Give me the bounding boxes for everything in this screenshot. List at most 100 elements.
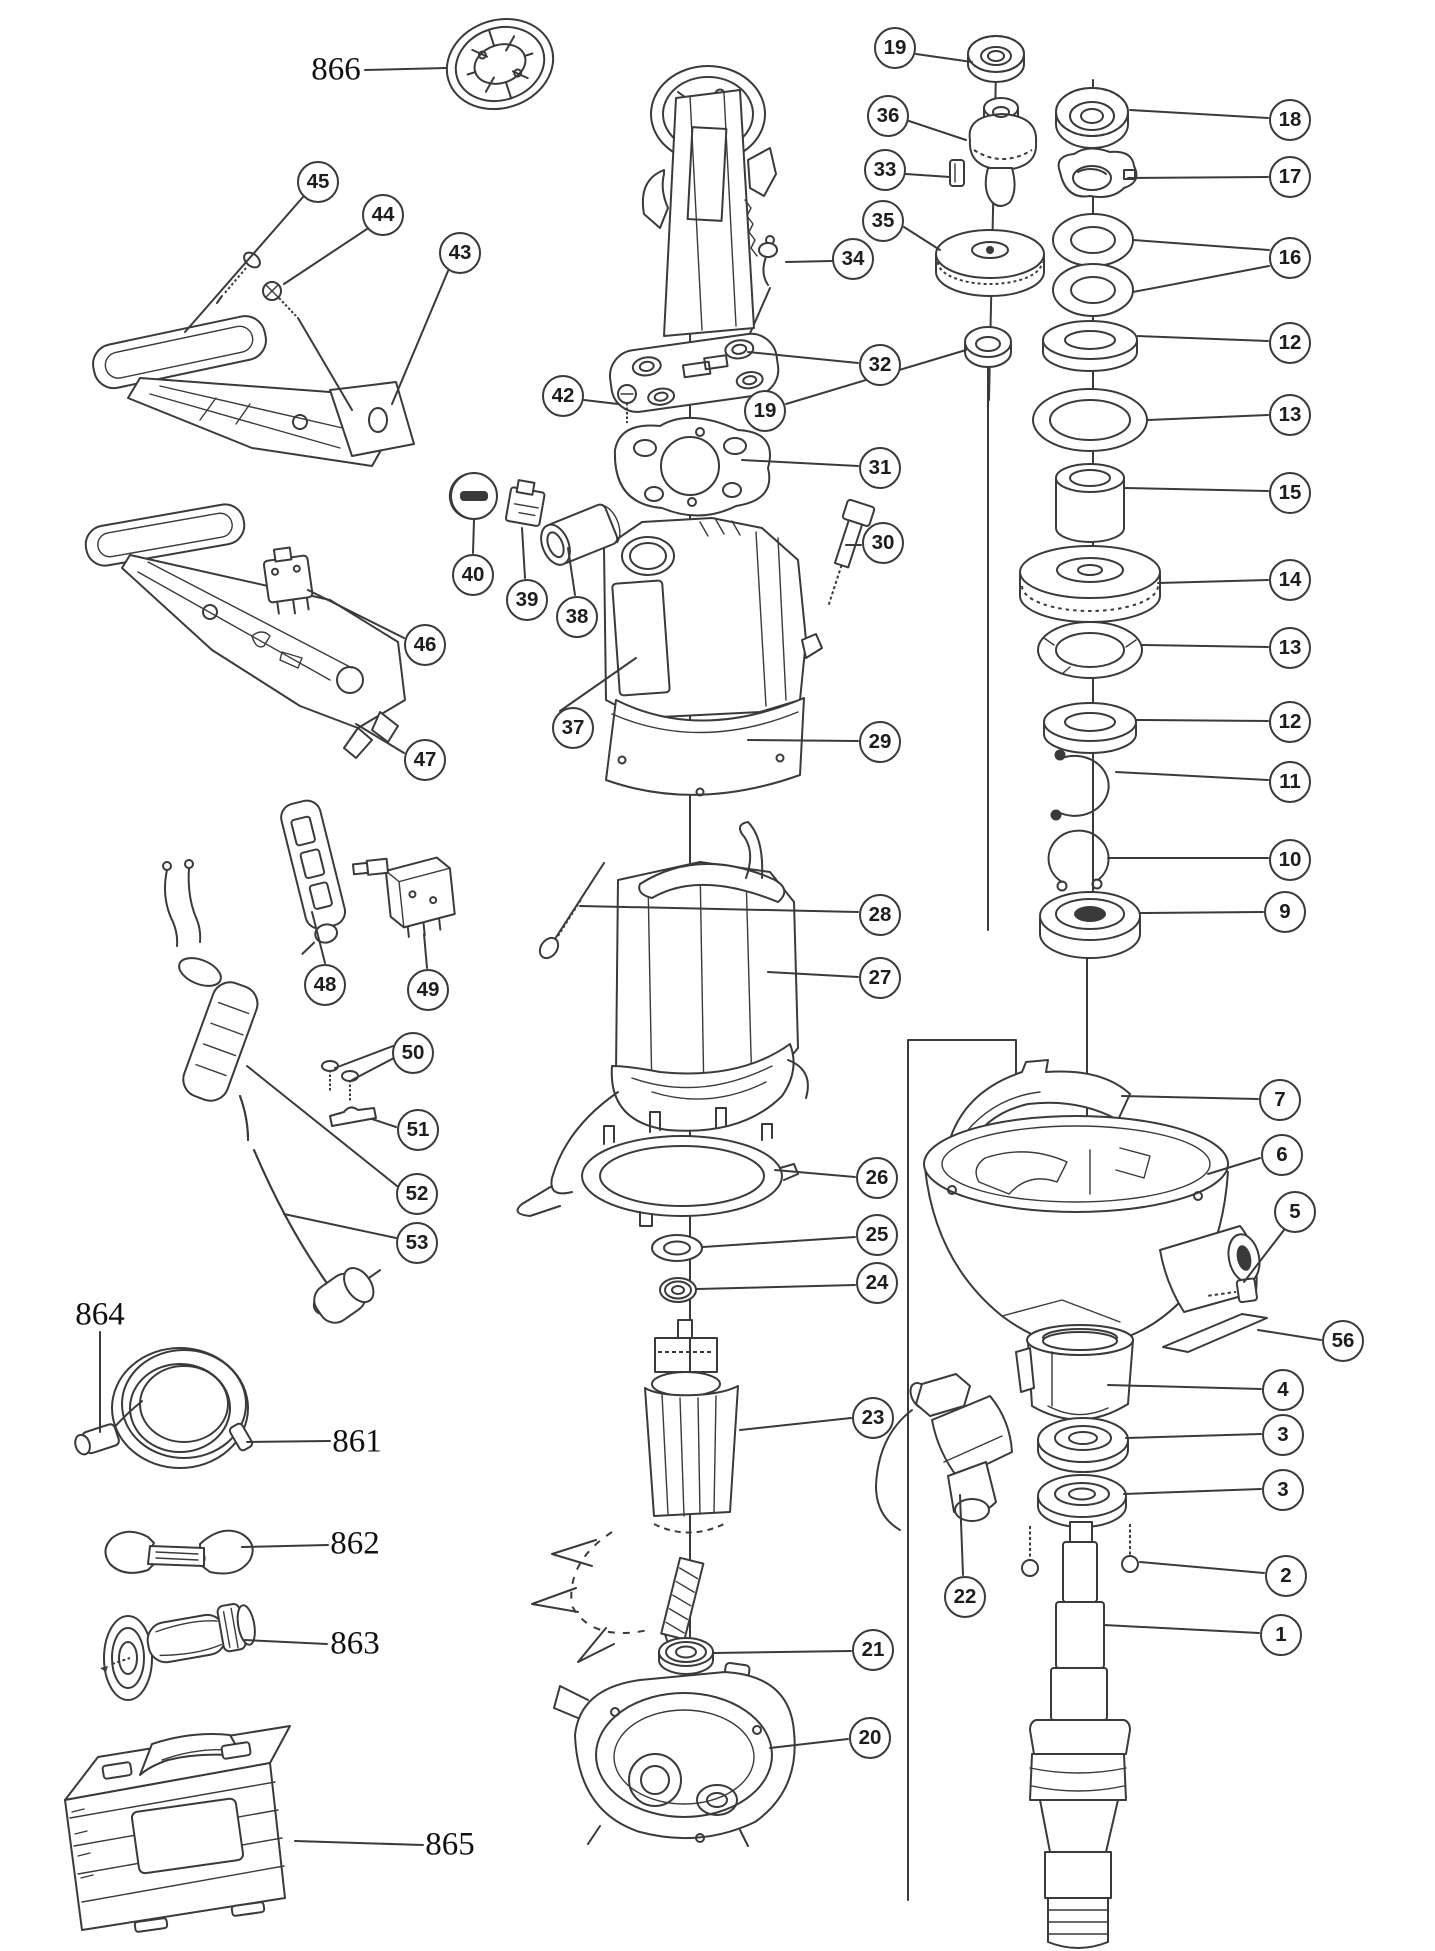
- callout-43: 43: [439, 232, 481, 274]
- leader-line: [371, 1118, 397, 1128]
- screw-part-5: [1208, 1277, 1258, 1304]
- leader-line: [1125, 1433, 1262, 1439]
- callout-31: 31: [859, 447, 901, 489]
- handle-base-plate-part: [608, 332, 780, 413]
- name-plate-part-56: [1162, 1313, 1268, 1353]
- callout-25: 25: [856, 1214, 898, 1256]
- leader-line: [391, 270, 449, 405]
- leader-line: [246, 1065, 398, 1187]
- fan-cover-part: [445, 17, 555, 111]
- leader-line: [583, 399, 619, 405]
- bearing-part-19-lower: [964, 326, 1012, 368]
- spindle-part-1: [1029, 1521, 1131, 1949]
- callout-3a: 3: [1262, 1414, 1304, 1456]
- stator-part: [516, 821, 809, 1217]
- callout-40: 40: [452, 554, 494, 596]
- gasket-part-31: [613, 416, 771, 517]
- callout-19b: 19: [744, 390, 786, 432]
- leader-line: [747, 351, 859, 364]
- leader-line: [184, 196, 304, 333]
- leader-line: [767, 971, 859, 978]
- leader-line: [472, 519, 475, 554]
- screw-part-42: [617, 384, 637, 423]
- wrench-part-862: [104, 1529, 254, 1575]
- leader-line: [294, 1840, 424, 1846]
- c-ring-part-11: [1050, 749, 1110, 821]
- screw-pair-part-2: [1021, 1524, 1139, 1577]
- leader-line: [747, 739, 859, 742]
- callout-52: 52: [396, 1173, 438, 1215]
- leader-line: [364, 67, 447, 71]
- callout-51: 51: [397, 1109, 439, 1151]
- callout-53: 53: [396, 1222, 438, 1264]
- callout-45: 45: [297, 161, 339, 203]
- leader-line: [1129, 109, 1269, 119]
- gear-housing-part-6: [923, 1115, 1261, 1348]
- baffle-ring-part-26: [581, 1107, 799, 1227]
- leader-line: [1132, 239, 1270, 251]
- bearing-part-24: [659, 1277, 697, 1303]
- leader-line: [1107, 1384, 1262, 1390]
- callout-26: 26: [856, 1157, 898, 1199]
- leader-line: [1257, 1329, 1322, 1341]
- chuck-spout-part-22: [875, 1373, 1013, 1531]
- leader-line: [1127, 176, 1269, 179]
- leader-line: [246, 1440, 331, 1443]
- leader-line: [1243, 1229, 1285, 1283]
- power-cord-part: [162, 859, 382, 1324]
- callout-19a: 19: [874, 27, 916, 69]
- part-number-862: 862: [330, 1525, 380, 1562]
- callout-35: 35: [862, 200, 904, 242]
- pin-part-34: [758, 235, 778, 286]
- callout-14: 14: [1269, 559, 1311, 601]
- callout-50: 50: [392, 1032, 434, 1074]
- leader-line: [355, 723, 405, 754]
- callout-27: 27: [859, 957, 901, 999]
- callout-37: 37: [552, 707, 594, 749]
- callout-38: 38: [556, 596, 598, 638]
- bearing-part-19-top: [967, 35, 1025, 83]
- carbon-brush-part-38: [540, 503, 621, 566]
- callout-10: 10: [1269, 839, 1311, 881]
- callout-17: 17: [1269, 156, 1311, 198]
- bearing-part-18: [1055, 87, 1129, 149]
- callout-12b: 12: [1269, 701, 1311, 743]
- trigger-part-48: [280, 799, 347, 955]
- bearing-part-3-lower: [1037, 1474, 1127, 1528]
- extra-leader-segments: [747, 287, 771, 339]
- brush-holder-part-39: [504, 479, 546, 527]
- callout-28: 28: [859, 894, 901, 936]
- leader-line: [769, 1738, 849, 1749]
- thick-washer-part-12-upper: [1042, 320, 1138, 372]
- leader-line: [908, 120, 967, 141]
- circlip-part-10: [1047, 829, 1110, 892]
- callout-47: 47: [404, 739, 446, 781]
- bearing-part-21: [658, 1637, 714, 1675]
- callout-32: 32: [859, 344, 901, 386]
- screw-part-45: [216, 251, 261, 304]
- top-handle-part: [642, 65, 777, 337]
- leader-line: [351, 1057, 395, 1081]
- callout-18: 18: [1269, 99, 1311, 141]
- leader-line: [785, 260, 833, 263]
- leader-line: [702, 1236, 856, 1248]
- callout-44: 44: [362, 194, 404, 236]
- housing-label-37: [611, 579, 671, 697]
- washer-pair-part-16: [1052, 213, 1134, 317]
- leader-line: [739, 1417, 852, 1431]
- leader-line: [567, 547, 576, 596]
- callout-3b: 3: [1262, 1469, 1304, 1511]
- part-number-861: 861: [332, 1423, 382, 1460]
- leader-line: [311, 911, 326, 964]
- leader-line: [1123, 1488, 1262, 1495]
- callout-2: 2: [1265, 1555, 1307, 1597]
- motor-housing-part: [603, 517, 823, 797]
- wave-washer-part-13-lower: [1037, 621, 1143, 679]
- callout-21: 21: [852, 1629, 894, 1671]
- leader-line: [283, 228, 368, 285]
- part-number-866: 866: [311, 51, 361, 88]
- callout-4: 4: [1262, 1369, 1304, 1411]
- coiled-cord-part-861: [111, 1347, 254, 1469]
- leader-line: [741, 459, 859, 467]
